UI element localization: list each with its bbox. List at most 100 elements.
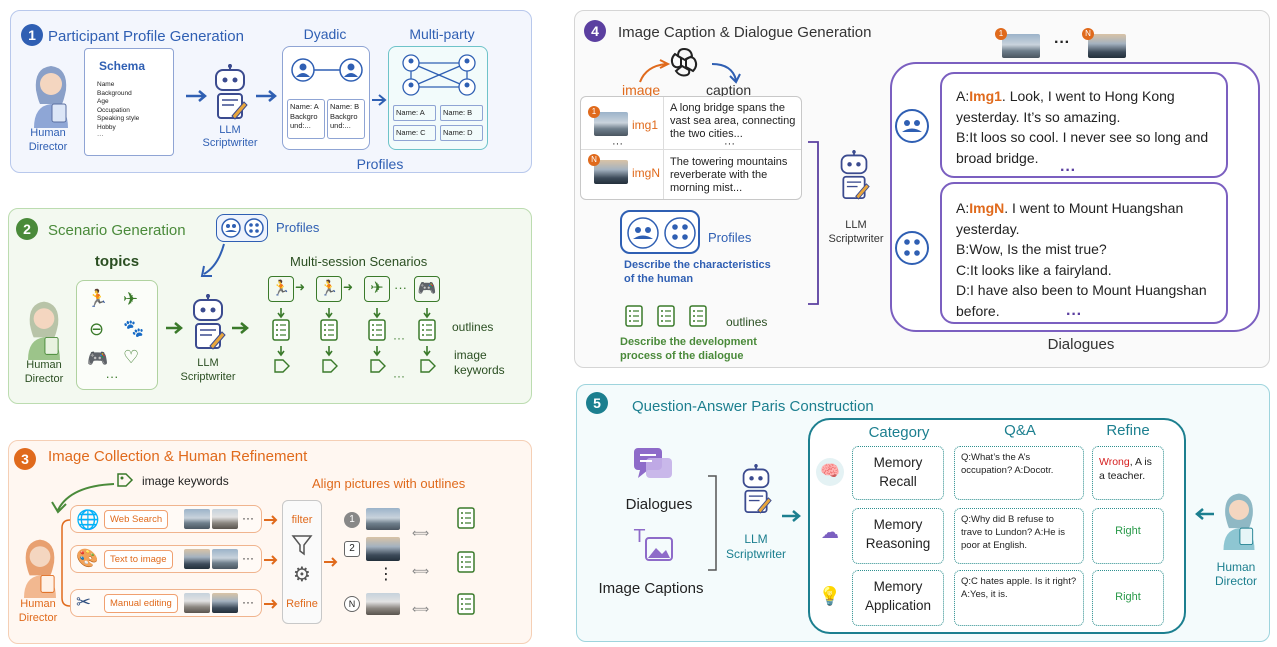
dyadic-card-a-text: Name: A Backgro und:... (290, 102, 319, 130)
down-arrow-icon (373, 346, 381, 357)
image-label: image (622, 82, 661, 98)
outline-icon (368, 319, 386, 341)
dialogue-dots-2: ··· (1066, 306, 1082, 323)
robot-scriptwriter-icon (742, 464, 772, 514)
refine-cell-recall: Wrong, A is a teacher. (1092, 446, 1164, 500)
p5-director-label: Director (1214, 574, 1257, 588)
row-dots: ··· (242, 511, 254, 525)
outline-icon (625, 305, 643, 327)
refine-wrong-label: Wrong (1099, 456, 1130, 468)
topics-dots: ··· (105, 369, 119, 384)
session-run2-icon: 🏃 (316, 276, 342, 302)
multi-session-label: Multi-session Scenarios (290, 254, 428, 269)
p5-scriptwriter-label: Scriptwriter (725, 547, 786, 561)
caption-dots-left: ··· (612, 138, 623, 150)
svg-text:T: T (633, 526, 646, 547)
caption-table-divider-v (663, 97, 664, 199)
describe-dev-label: Describe the development process of the … (620, 336, 757, 362)
row-dots: ··· (242, 595, 254, 609)
openai-logo-icon (670, 47, 698, 77)
category-memory-application: Memory Application (852, 570, 944, 626)
curved-arrow-icon (51, 483, 115, 514)
thumb-badge-n: N (1082, 28, 1094, 40)
dialogue-text: B:It loos so cool. I never see so long a… (956, 129, 1209, 166)
dialogues-label: Dialogues (1047, 336, 1115, 353)
session-game-icon: 🎮 (414, 276, 440, 302)
dyadic-pair-icon (291, 58, 363, 82)
p5-human-label: Human (1216, 560, 1256, 574)
scenario-columns (272, 308, 436, 373)
lightbulb-icon: 💡 (818, 586, 842, 606)
text-to-image-label: Text to image (104, 550, 173, 569)
qa-cell-reasoning: Q:Why did B refuse to trave to Lundon? A… (954, 508, 1084, 564)
pet-topic-icon: 🐾 (123, 319, 145, 338)
describe-human-label: Describe the characteristics of the huma… (624, 259, 771, 285)
p4-profiles-label: Profiles (708, 230, 752, 245)
step-number-4: 4 (584, 20, 606, 42)
image-keywords-label-1: image (454, 348, 487, 362)
align-arrows: ⟺⟺⟺ (412, 526, 430, 616)
p3-director-label: Director (18, 612, 58, 624)
image-reference: Img1 (969, 88, 1002, 104)
bracket-icon (708, 475, 717, 571)
p2-director-label: Director (24, 373, 64, 385)
palette-icon: 🎨 (76, 548, 99, 568)
down-arrow-icon (325, 346, 333, 357)
down-arrow-icon (423, 346, 431, 357)
tag-icon (370, 359, 386, 373)
tag-icon (274, 359, 290, 373)
dialogue-text: A: (956, 200, 970, 216)
group-icon (627, 217, 696, 249)
step-number-1: 1 (21, 24, 43, 46)
tag-icon (322, 359, 338, 373)
refine-right-label: Right (1115, 591, 1141, 603)
category-memory-recall: Memory Recall (852, 446, 944, 500)
p1-profiles-label: Profiles (356, 156, 404, 172)
dialogue-line: C:It looks like a fairyland. (956, 260, 1226, 281)
dyadic-card-b-text: Name: B Backgro und:... (330, 102, 360, 130)
p5-dialogues-label: Dialogues (625, 496, 693, 513)
down-arrow-icon (423, 308, 431, 319)
session-run-icon: 🏃 (268, 276, 294, 302)
thumb-badge-1: 1 (995, 28, 1007, 40)
panel-5-title: Question-Answer Paris Construction (632, 398, 874, 415)
outline-icon (689, 305, 707, 327)
p1-llm-label: LLM (219, 124, 241, 136)
dyadic-card-a: Name: A Backgro und:... (287, 99, 325, 139)
arrow-icon: ➜ (343, 280, 354, 294)
robot-scriptwriter-icon (840, 150, 870, 200)
gear-icon: ⚙ (293, 564, 311, 586)
caption-label: caption (706, 82, 752, 98)
arrow-icon (264, 515, 278, 609)
photo-thumbnail (212, 593, 238, 613)
panel-2-title: Scenario Generation (48, 222, 186, 239)
arrow-icon (256, 90, 277, 102)
dialogue-text: . I went to Mount Huangshan yesterday. (956, 200, 1184, 237)
schema-item: Age (97, 98, 109, 105)
photo-thumbnail (1002, 34, 1040, 58)
schema-item: Speaking style (97, 115, 140, 122)
imgn-badge: N (588, 154, 600, 166)
p4-llm-label: LLM (845, 219, 867, 231)
dialogue-line: B:Wow, Is the mist true? (956, 239, 1226, 260)
chat-icon (634, 448, 672, 478)
refine-cell-application: Right (1092, 570, 1164, 626)
p2-col-dots: ··· (393, 331, 405, 345)
outlines-label: outlines (452, 320, 494, 334)
down-arrow-icon (325, 308, 333, 319)
index-badge-2: 2 (344, 541, 360, 557)
mp-card-c: Name: C (393, 125, 436, 141)
scissors-icon: ✂ (76, 592, 92, 612)
outline-icon (457, 507, 475, 529)
arrow-icon (166, 322, 183, 334)
group-icon (895, 109, 929, 143)
bracket-icon (808, 141, 819, 305)
refine-correction-text: , A is a teacher. (1099, 456, 1152, 482)
refine-right-label: Right (1115, 525, 1141, 537)
caption-1-text: A long bridge spans the vast sea area, c… (670, 102, 796, 140)
multiparty-network-icon (402, 54, 476, 96)
dialogue-card-1: A:Img1. Look, I went to Hong Kong yester… (940, 72, 1228, 178)
index-badge-1: 1 (344, 512, 360, 528)
photo-thumbnail (366, 593, 400, 615)
